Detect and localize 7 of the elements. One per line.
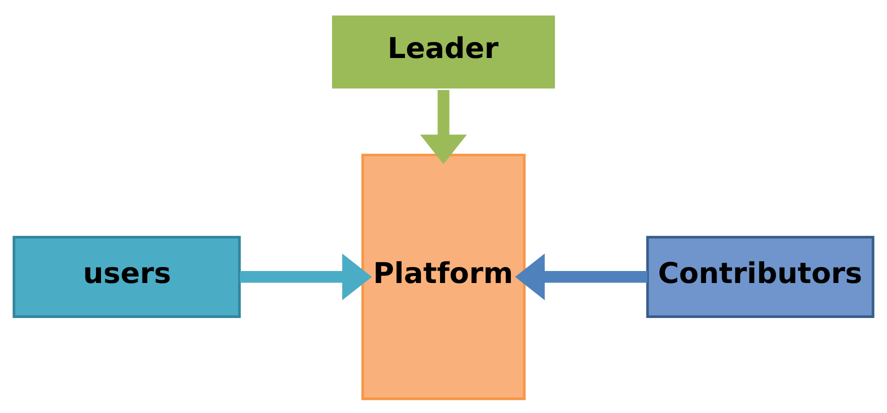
arrow [420, 90, 467, 164]
node-box: Leader [329, 12, 558, 92]
arrow [515, 254, 648, 300]
node-box: users [12, 236, 241, 318]
node-box: Platform [361, 154, 526, 400]
node-box: Contributors [646, 236, 874, 318]
arrow [240, 254, 372, 300]
